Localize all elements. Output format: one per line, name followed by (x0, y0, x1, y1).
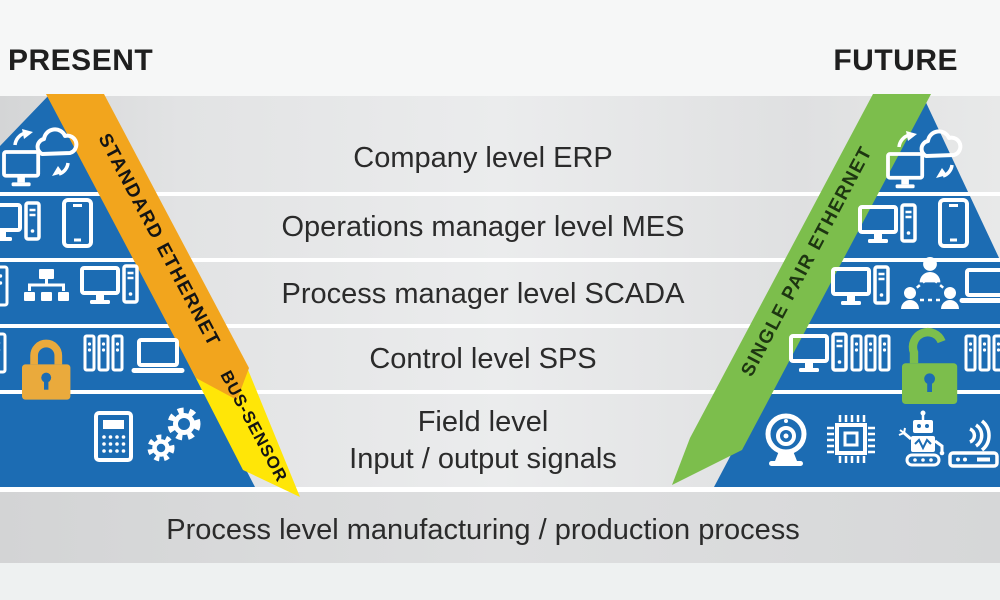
level-labels: Company level ERP Operations manager lev… (166, 142, 799, 546)
bus-sensor-band (184, 355, 300, 497)
standard-ethernet-band (46, 94, 249, 400)
level-label-mes: Operations manager level MES (282, 211, 685, 243)
level-label-sps: Control level SPS (369, 343, 596, 375)
level-label-erp: Company level ERP (353, 142, 613, 174)
process-level-band (0, 492, 1000, 563)
level-label-scada: Process manager level SCADA (282, 278, 686, 310)
future-title: FUTURE (833, 44, 958, 77)
level-separators (0, 192, 1000, 492)
single-pair-ethernet-band (672, 94, 931, 485)
level-label-field-signals: Input / output signals (349, 443, 617, 475)
process-level-label: Process level manufacturing / production… (166, 514, 799, 546)
present-title: PRESENT (8, 44, 153, 77)
footer-background (0, 563, 1000, 600)
level-label-field: Field level (418, 406, 549, 438)
